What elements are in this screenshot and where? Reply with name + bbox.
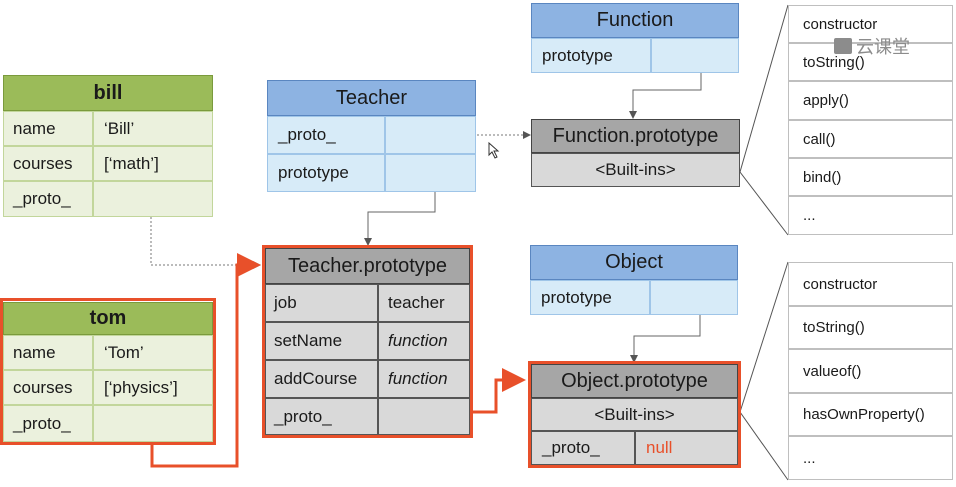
bill-proto-key: _proto_ [3,181,93,217]
list-item: constructor [788,262,953,306]
tom-name-key: name [3,335,93,370]
teacher-title: Teacher [267,80,476,116]
teacher-object: Teacher _proto_ prototype [267,80,476,192]
teacher-proto-key: _proto_ [267,116,385,154]
object-title: Object [530,245,738,280]
tom-name-value: ‘Tom’ [93,335,213,370]
list-item: toString() [788,43,953,81]
function-list-bracket [739,4,789,236]
tom-courses-key: courses [3,370,93,405]
teacher-prototype-key: prototype [267,154,385,192]
object-prototype-key: prototype [530,280,650,315]
tom-proto-key: _proto_ [3,405,93,442]
function-builtins-list: constructor toString() apply() call() bi… [788,5,953,235]
list-item: apply() [788,81,953,120]
object-prototype-title: Object.prototype [531,364,738,398]
teacher-prototype-setname-key: setName [265,322,378,360]
teacher-prototype-addcourse-value: function [378,360,470,398]
object-prototype-proto-value: null [635,431,738,465]
list-item: ... [788,196,953,235]
mouse-cursor-icon [488,141,500,159]
list-item: toString() [788,306,953,349]
function-prototype-builtins: <Built-ins> [531,153,740,187]
function-prototype-value [651,38,739,73]
teacher-prototype-object: Teacher.prototype job teacher setName fu… [265,248,470,435]
object-object: Object prototype [530,245,738,315]
teacher-prototype-proto-key: _proto_ [265,398,378,435]
tom-proto-value [93,405,213,442]
function-prototype-key: prototype [531,38,651,73]
bill-proto-value [93,181,213,217]
function-prototype-title: Function.prototype [531,119,740,153]
bill-proto-arrow [150,201,261,269]
function-title: Function [531,3,739,38]
teacher-proto-value [385,116,476,154]
cloud-class-logo-icon [834,38,852,54]
bill-name-key: name [3,111,93,146]
teacher-prototype-addcourse-key: addCourse [265,360,378,398]
teacher-prototype-setname-value: function [378,322,470,360]
tom-title: tom [3,302,213,335]
teacher-prototype-value [385,154,476,192]
list-item: bind() [788,158,953,196]
list-item: hasOwnProperty() [788,393,953,436]
teacher-prototype-proto-value [378,398,470,435]
tom-courses-value: [‘physics’] [93,370,213,405]
object-prototype-arrow [630,298,701,363]
object-list-bracket [739,261,789,481]
object-prototype-object: Object.prototype <Built-ins> _proto_ nul… [531,364,738,465]
object-prototype-value [650,280,738,315]
tom-proto-arrow [150,253,261,468]
object-prototype-proto-key: _proto_ [531,431,635,465]
bill-name-value: ‘Bill’ [93,111,213,146]
function-object: Function prototype [531,3,739,73]
teacher-prototype-title: Teacher.prototype [265,248,470,284]
list-item: call() [788,120,953,158]
teacher-prototype-job-value: teacher [378,284,470,322]
bill-title: bill [3,75,213,111]
watermark: 云课堂 [834,33,910,59]
teacher-prototype-job-key: job [265,284,378,322]
watermark-text: 云课堂 [856,37,910,57]
bill-courses-value: [‘math’] [93,146,213,181]
tom-object: tom name ‘Tom’ courses [‘physics’] _prot… [3,302,213,442]
list-item: valueof() [788,349,953,393]
list-item: constructor [788,5,953,43]
function-prototype-arrow [629,56,702,119]
teacher-prototype-arrow [364,174,436,246]
object-prototype-builtins: <Built-ins> [531,398,738,431]
object-builtins-list: constructor toString() valueof() hasOwnP… [788,262,953,480]
bill-courses-key: courses [3,146,93,181]
bill-object: bill name ‘Bill’ courses [‘math’] _proto… [3,75,213,217]
list-item: ... [788,436,953,480]
function-prototype-object: Function.prototype <Built-ins> [531,119,740,187]
